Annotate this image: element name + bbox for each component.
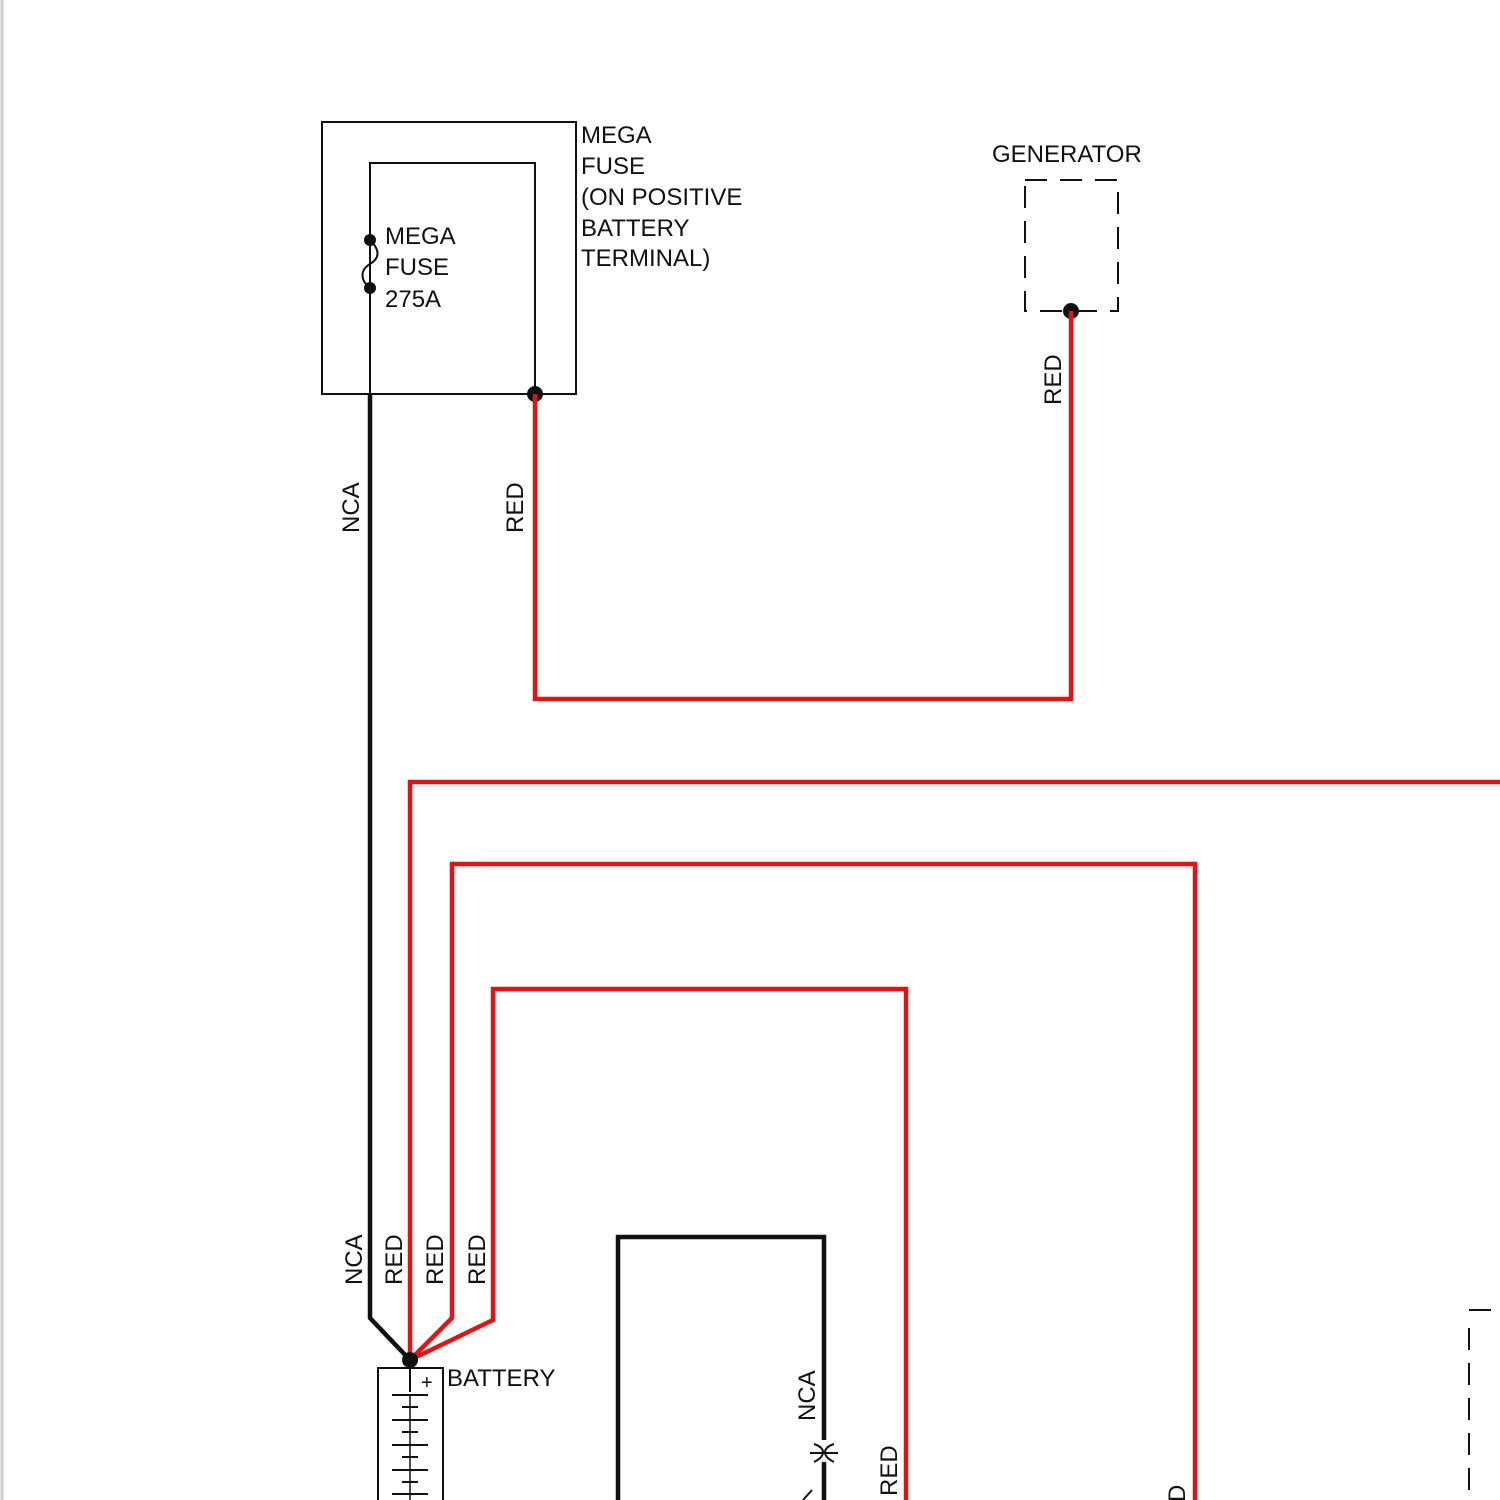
fuse-outer-line-3: (ON POSITIVE — [581, 184, 742, 211]
generator-dashed-box — [1025, 180, 1118, 311]
wire-label-red-battery-3: RED — [464, 1234, 491, 1285]
fuse-outer-line-4: BATTERY — [581, 215, 689, 242]
fuse-outer-label: MEGA FUSE (ON POSITIVE BATTERY TERMINAL) — [581, 122, 749, 272]
wire-label-nca-upper: NCA — [338, 482, 365, 533]
fuse-inner-line-1: MEGA — [385, 223, 456, 250]
red-wire-battery-1 — [410, 782, 1500, 1360]
battery-block: + BATTERY — [378, 1360, 555, 1500]
fuse-inner-line-3: 275A — [385, 286, 441, 313]
wire-label-red-battery-2: RED — [422, 1234, 449, 1285]
wire-label-nca-lower: NCA — [794, 1370, 821, 1421]
fuse-inner-line-2: FUSE — [385, 254, 449, 281]
nca-wire-fuse-to-battery — [370, 394, 410, 1360]
red-wire-fuse-to-generator — [535, 311, 1071, 699]
generator-label: GENERATOR — [992, 141, 1142, 168]
connector-tail-icon — [803, 1490, 812, 1500]
generator-block: GENERATOR — [992, 141, 1142, 319]
battery-label: BATTERY — [447, 1365, 555, 1392]
wire-label-right-partial: D — [1164, 1485, 1191, 1500]
lower-nca-loop-wire — [618, 1237, 824, 1500]
wire-label-red-fuse: RED — [502, 482, 529, 533]
fuse-inner-label: MEGA FUSE 275A — [385, 223, 461, 313]
wire-label-red-lower: RED — [876, 1445, 903, 1496]
battery-plus-symbol: + — [421, 1372, 433, 1394]
fuse-outer-line-2: FUSE — [581, 153, 645, 180]
wire-label-red-generator: RED — [1040, 354, 1067, 405]
fuse-outer-line-1: MEGA — [581, 122, 652, 149]
wire-label-nca-battery: NCA — [341, 1234, 368, 1285]
mega-fuse-block: MEGA FUSE 275A MEGA FUSE (ON POSITIVE BA… — [322, 122, 749, 402]
wire-label-red-battery-1: RED — [381, 1234, 408, 1285]
right-edge-dashed-component — [1469, 1310, 1492, 1500]
fuse-outer-line-5: TERMINAL) — [581, 245, 710, 272]
